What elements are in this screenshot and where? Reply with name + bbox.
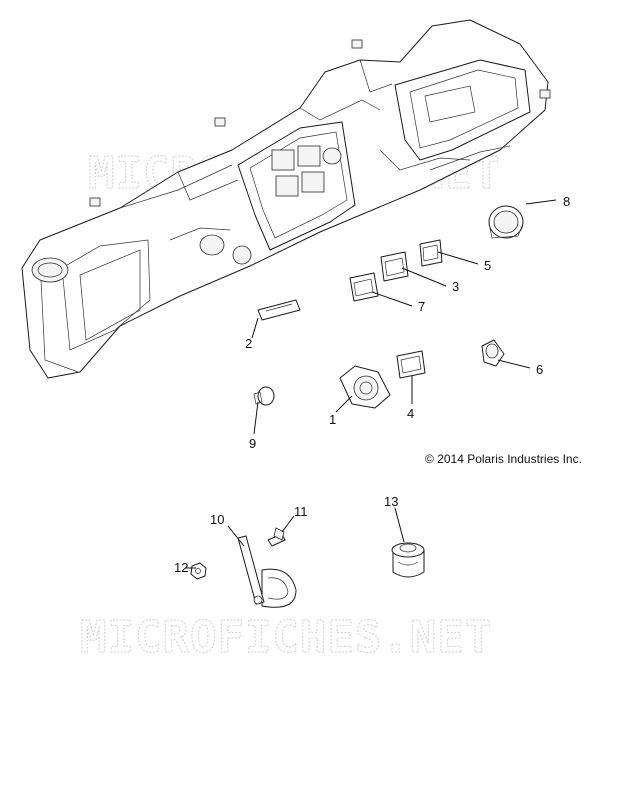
part-switch-5 (419, 239, 443, 267)
callout-2: 2 (245, 336, 252, 351)
callout-5: 5 (484, 258, 491, 273)
part-horn-10 (237, 535, 297, 608)
part-ignition-1 (339, 365, 391, 409)
callout-9: 9 (249, 436, 256, 451)
part-nut-12 (190, 562, 207, 580)
callout-12: 12 (174, 560, 188, 575)
part-knob-9 (253, 386, 275, 406)
part-switch-3 (380, 251, 409, 282)
watermark-lower: MICROFICHES.NET (80, 612, 492, 663)
callout-6: 6 (536, 362, 543, 377)
callout-13: 13 (384, 494, 398, 509)
callout-8: 8 (563, 194, 570, 209)
part-switch-4 (396, 350, 426, 379)
callout-7: 7 (418, 299, 425, 314)
part-gauge-8 (488, 205, 524, 239)
leader-lines (186, 199, 557, 569)
part-bolt-11 (267, 527, 286, 547)
part-switch-7 (349, 272, 379, 302)
dashboard-panel (21, 19, 551, 379)
copyright-notice: © 2014 Polaris Industries Inc. (425, 452, 582, 466)
callout-11: 11 (294, 504, 308, 519)
part-outlet-6 (481, 339, 505, 367)
callout-10: 10 (210, 512, 224, 527)
callout-1: 1 (329, 412, 336, 427)
callout-labels: 8 5 3 7 2 1 4 6 9 13 10 11 12 (174, 194, 570, 575)
part-indicator-2 (257, 299, 301, 321)
callout-4: 4 (407, 406, 414, 421)
callout-3: 3 (452, 279, 459, 294)
part-buzzer-13 (391, 542, 425, 578)
